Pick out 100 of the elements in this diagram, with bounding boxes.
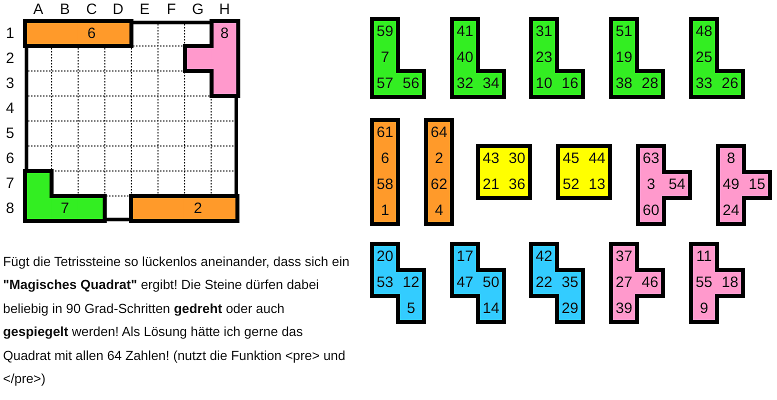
tetromino-piece bbox=[689, 242, 745, 324]
row-label: 2 bbox=[6, 50, 14, 66]
tetromino-piece bbox=[370, 17, 426, 99]
piece-number: 63 bbox=[642, 151, 660, 167]
tetromino-piece bbox=[636, 144, 692, 226]
piece-number: 36 bbox=[508, 177, 526, 193]
column-label: A bbox=[33, 2, 44, 18]
piece-number: 61 bbox=[376, 125, 394, 141]
tetromino-piece bbox=[370, 118, 400, 226]
piece-number: 18 bbox=[722, 275, 738, 291]
tetromino-piece bbox=[129, 194, 240, 223]
tetromino-piece bbox=[450, 242, 506, 324]
tetromino-piece bbox=[476, 144, 532, 200]
tetromino-piece bbox=[609, 242, 665, 324]
piece-number: 2 bbox=[434, 151, 444, 167]
piece-number: 49 bbox=[722, 177, 740, 193]
piece-number: 3 bbox=[646, 177, 656, 193]
piece-number: 14 bbox=[482, 301, 500, 317]
piece-number: 27 bbox=[616, 275, 632, 291]
piece-number: 22 bbox=[536, 275, 552, 291]
piece-number: 52 bbox=[562, 177, 580, 193]
piece-number: 32 bbox=[456, 76, 474, 92]
piece-number: 24 bbox=[722, 203, 740, 219]
piece-number: 57 bbox=[376, 76, 394, 92]
tetromino-piece bbox=[23, 19, 134, 48]
piece-number: 6 bbox=[380, 151, 390, 167]
piece-number: 55 bbox=[696, 275, 712, 291]
piece-number: 15 bbox=[748, 177, 766, 193]
tetromino-piece bbox=[556, 144, 612, 200]
piece-number: 9 bbox=[700, 301, 708, 317]
tetromino-piece bbox=[450, 17, 506, 99]
piece-number: 43 bbox=[482, 151, 500, 167]
piece-number: 48 bbox=[696, 24, 712, 40]
piece-number: 12 bbox=[402, 275, 420, 291]
piece-number: 33 bbox=[696, 76, 712, 92]
row-label: 7 bbox=[6, 176, 14, 192]
column-label: F bbox=[166, 2, 176, 18]
tetromino-piece bbox=[370, 242, 426, 324]
column-label: E bbox=[140, 2, 150, 18]
piece-number: 60 bbox=[642, 203, 660, 219]
column-label: B bbox=[60, 2, 70, 18]
piece-number: 5 bbox=[406, 301, 416, 317]
piece-number: 41 bbox=[456, 24, 474, 40]
column-label: C bbox=[86, 2, 97, 18]
piece-number: 23 bbox=[536, 50, 552, 66]
piece-number: 28 bbox=[642, 76, 658, 92]
piece-number: 45 bbox=[562, 151, 580, 167]
piece-number: 13 bbox=[588, 177, 606, 193]
piece-number: 64 bbox=[430, 125, 448, 141]
piece-number: 2 bbox=[194, 200, 202, 216]
piece-number: 7 bbox=[380, 50, 390, 66]
piece-number: 34 bbox=[482, 76, 500, 92]
tetromino-piece bbox=[23, 169, 107, 223]
tetromino-piece bbox=[182, 19, 240, 98]
piece-number: 17 bbox=[456, 249, 474, 265]
piece-number: 31 bbox=[536, 24, 552, 40]
tetromino-piece bbox=[529, 17, 585, 99]
piece-number: 37 bbox=[616, 249, 632, 265]
piece-number: 30 bbox=[508, 151, 526, 167]
column-label: D bbox=[112, 2, 124, 18]
piece-number: 35 bbox=[562, 275, 578, 291]
piece-number: 47 bbox=[456, 275, 474, 291]
row-label: 6 bbox=[6, 150, 14, 166]
piece-number: 11 bbox=[696, 249, 712, 265]
piece-number: 4 bbox=[434, 203, 444, 219]
piece-number: 25 bbox=[696, 50, 712, 66]
piece-number: 7 bbox=[60, 200, 70, 216]
piece-number: 39 bbox=[616, 301, 632, 317]
piece-number: 51 bbox=[616, 24, 632, 40]
piece-number: 10 bbox=[536, 76, 552, 92]
tetromino-piece bbox=[689, 17, 745, 99]
piece-number: 19 bbox=[616, 50, 632, 66]
tetromino-piece bbox=[529, 242, 585, 324]
piece-number: 29 bbox=[562, 301, 578, 317]
piece-number: 38 bbox=[616, 76, 632, 92]
tetromino-piece bbox=[424, 118, 454, 226]
row-label: 4 bbox=[6, 100, 14, 116]
piece-number: 26 bbox=[722, 76, 738, 92]
piece-number: 20 bbox=[376, 249, 394, 265]
piece-number: 21 bbox=[482, 177, 500, 193]
piece-number: 46 bbox=[642, 275, 658, 291]
tetromino-piece bbox=[716, 144, 772, 226]
instruction-text: Fügt die Tetrissteine so lückenlos aneinander, dass sich ein "Magisches Quadrat" ergibt! Die Steine dürfen dabei beliebig in 90 Grad-Schritten gedreht oder auch gespiegelt werden! Als Lösung hätte ich gerne das Quadrat mit allen 64 Zahlen! (nutzt die Funktion <pre> und </pre>) bbox=[3, 253, 350, 388]
piece-number: 16 bbox=[562, 76, 578, 92]
piece-number: 40 bbox=[456, 50, 474, 66]
tetromino-piece bbox=[609, 17, 665, 99]
piece-number: 44 bbox=[588, 151, 606, 167]
piece-number: 56 bbox=[402, 76, 420, 92]
piece-number: 59 bbox=[376, 24, 394, 40]
row-label: 1 bbox=[6, 26, 14, 42]
piece-number: 8 bbox=[726, 151, 736, 167]
piece-number: 42 bbox=[536, 249, 552, 265]
puzzle-board bbox=[25, 21, 238, 221]
row-label: 8 bbox=[6, 200, 14, 216]
piece-number: 58 bbox=[376, 177, 394, 193]
piece-number: 6 bbox=[87, 26, 96, 42]
piece-number: 54 bbox=[668, 177, 686, 193]
column-label: G bbox=[192, 2, 204, 18]
piece-number: 53 bbox=[376, 275, 394, 291]
piece-number: 8 bbox=[220, 26, 229, 42]
